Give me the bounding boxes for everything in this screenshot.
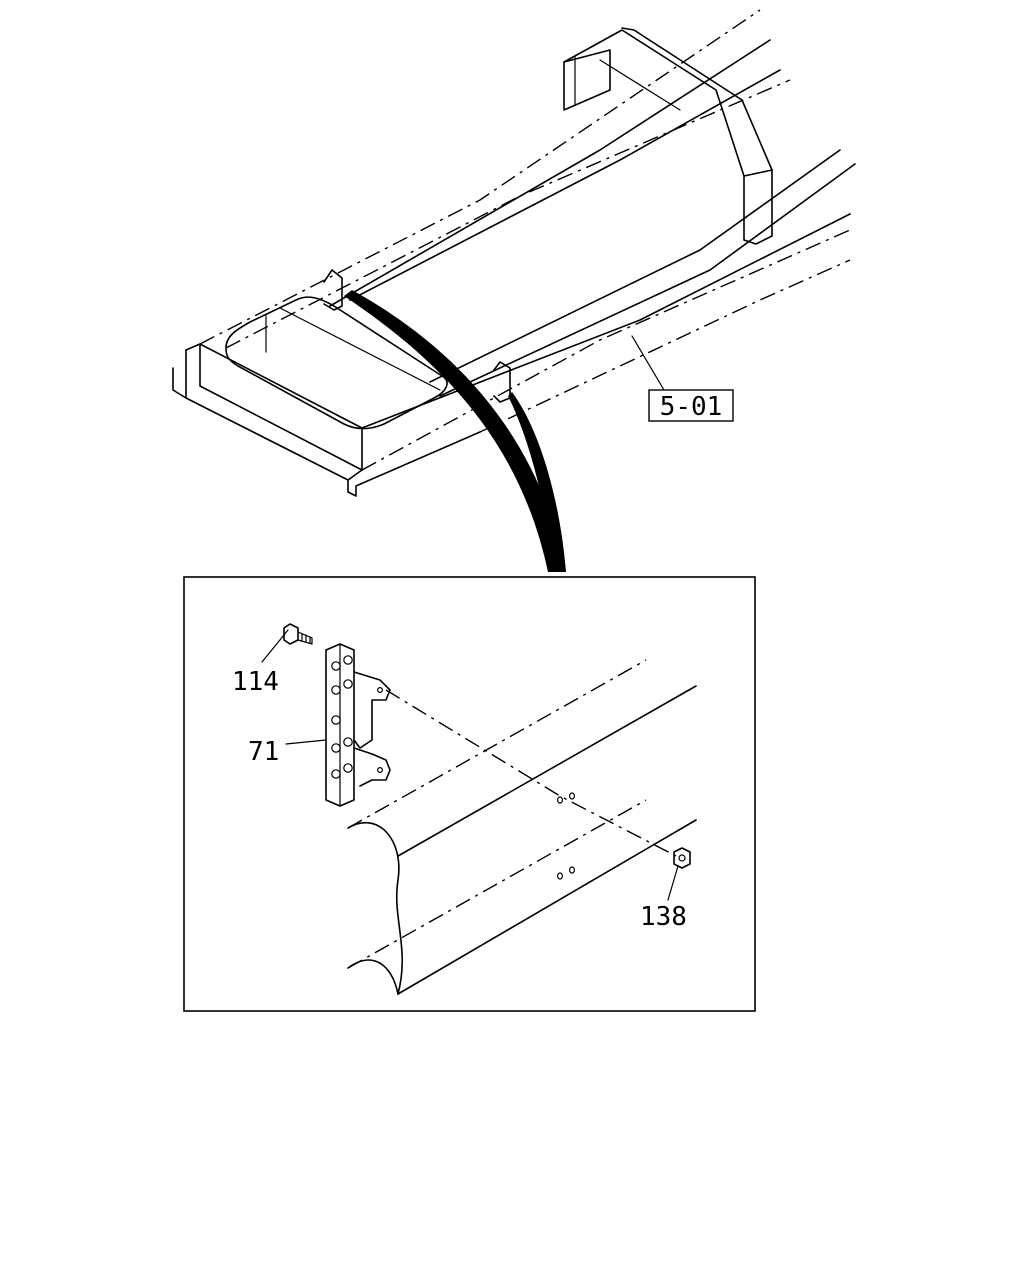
- frame-rail-detail: [347, 659, 697, 995]
- leader-114: [261, 629, 289, 663]
- callout-114: 114: [232, 667, 279, 697]
- chassis-frame: [172, 9, 856, 497]
- nut: [673, 847, 691, 869]
- leader-138: [667, 865, 679, 901]
- assembly-centerline: [385, 689, 677, 857]
- bolt: [283, 623, 313, 645]
- callout-71: 71: [248, 737, 279, 767]
- callout-138: 138: [640, 902, 687, 932]
- detail-frame: [183, 576, 756, 1012]
- mounting-bracket: [325, 643, 391, 807]
- leader-71: [285, 739, 327, 745]
- assembly-ref-box: [648, 389, 734, 422]
- detail-connector: [344, 290, 566, 572]
- assembly-leader-line: [631, 335, 665, 391]
- assembly-ref-label: 5-01: [660, 392, 723, 422]
